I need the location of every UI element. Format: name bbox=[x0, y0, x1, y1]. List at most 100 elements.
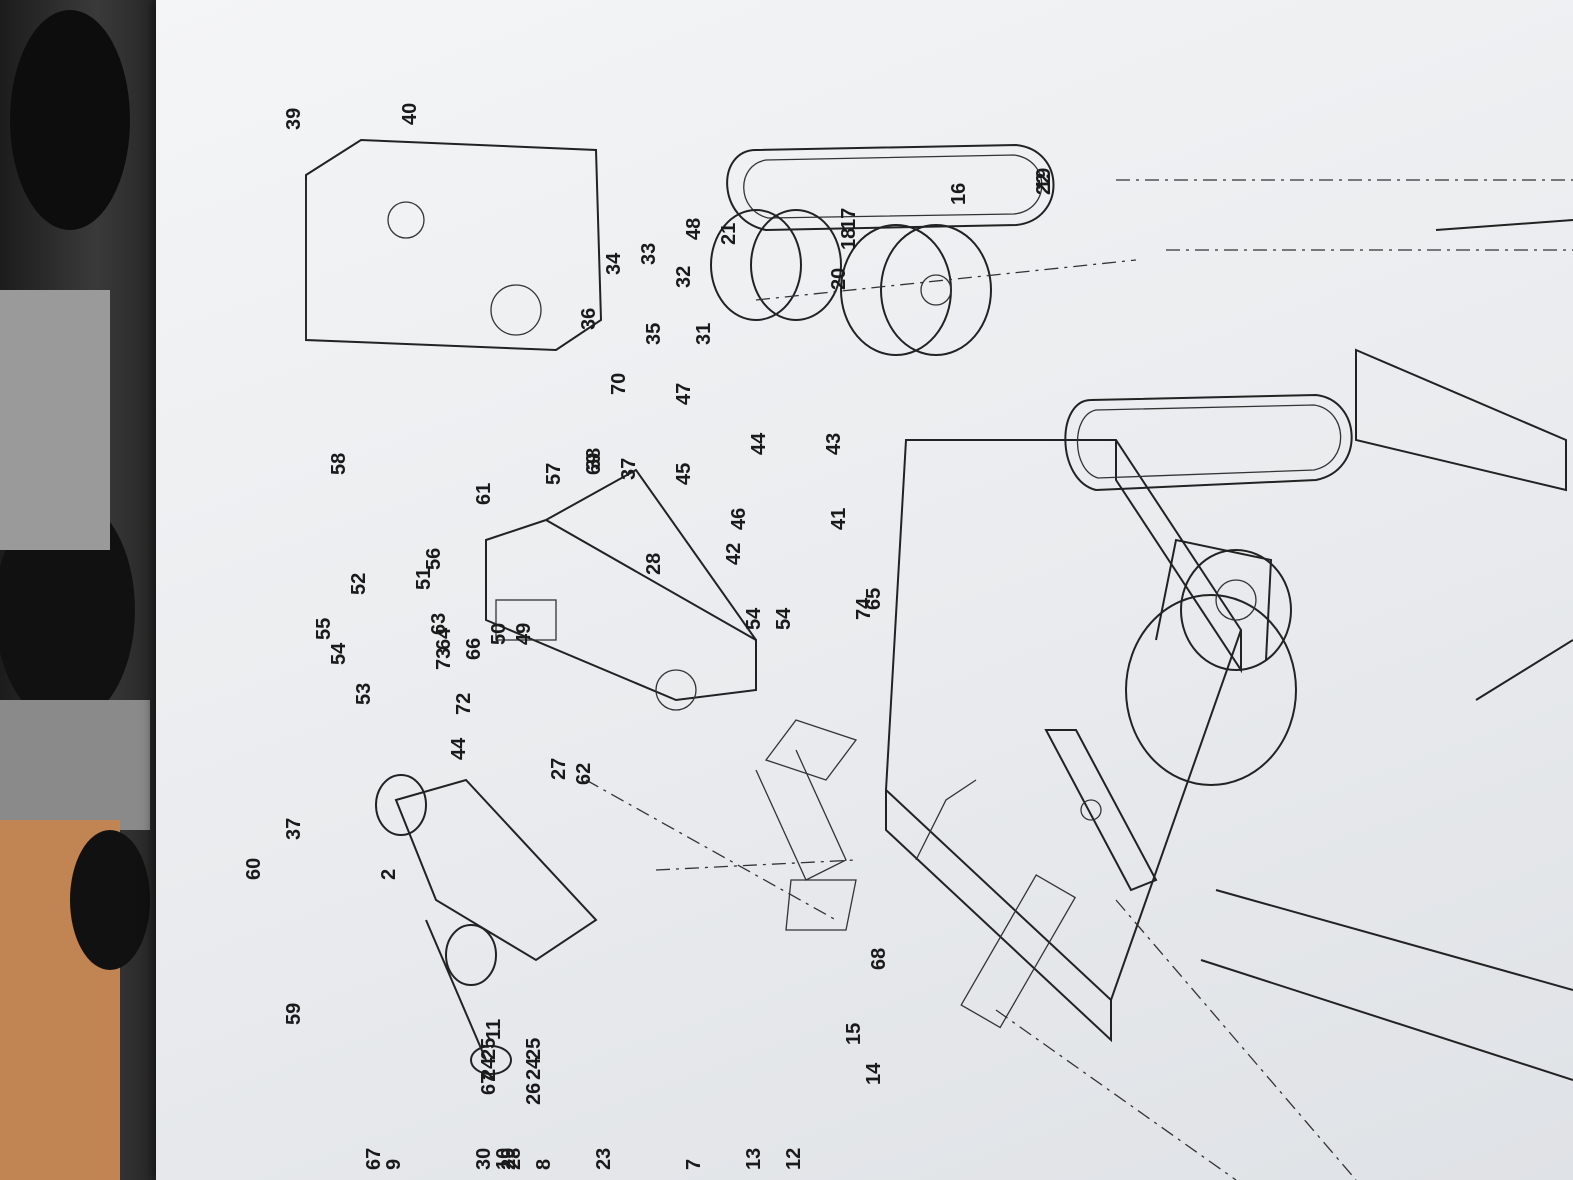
part-label-p11: 11 bbox=[483, 1019, 505, 1040]
part-label-p42: 42 bbox=[723, 543, 745, 565]
part-label-p66: 66 bbox=[463, 638, 485, 660]
metal-grate-lower bbox=[0, 700, 150, 830]
black-knob-top bbox=[10, 10, 130, 230]
part-label-p28a: 28 bbox=[643, 553, 665, 575]
part-label-p30: 30 bbox=[473, 1148, 495, 1170]
part-label-p33: 33 bbox=[638, 243, 660, 265]
gear-head-housing bbox=[485, 468, 757, 711]
part-label-p53: 53 bbox=[353, 683, 375, 705]
part-label-p39: 39 bbox=[283, 108, 305, 130]
part-label-p8: 8 bbox=[533, 1159, 555, 1170]
part-label-p69: 69 bbox=[583, 453, 605, 475]
black-knob-middle bbox=[0, 495, 135, 725]
part-label-p24b: 24 bbox=[478, 1057, 500, 1080]
part-label-p54a: 54 bbox=[743, 607, 765, 630]
part-label-p9: 9 bbox=[383, 1159, 405, 1170]
part-label-p18: 18 bbox=[838, 228, 860, 250]
part-label-p25b: 25 bbox=[478, 1038, 500, 1060]
part-label-p22: 22 bbox=[1033, 173, 1055, 195]
part-label-p44a: 44 bbox=[748, 432, 770, 455]
part-label-p35: 35 bbox=[643, 323, 665, 345]
part-label-p26: 26 bbox=[523, 1083, 545, 1105]
drive-belt-lower bbox=[1064, 393, 1353, 492]
part-label-p16: 16 bbox=[948, 183, 970, 205]
part-label-p49: 49 bbox=[513, 623, 535, 645]
part-label-p15: 15 bbox=[843, 1023, 865, 1045]
assembly-center-lines bbox=[585, 179, 1573, 1180]
part-label-p43: 43 bbox=[823, 433, 845, 455]
part-label-p74: 74 bbox=[853, 597, 875, 620]
part-label-p27: 27 bbox=[548, 758, 570, 780]
part-label-p40: 40 bbox=[399, 103, 421, 125]
workbench-background bbox=[0, 0, 160, 1180]
part-label-p17: 17 bbox=[838, 208, 860, 230]
part-label-p67a: 67 bbox=[363, 1148, 385, 1170]
part-label-p72: 72 bbox=[453, 693, 475, 715]
part-label-p51: 51 bbox=[413, 568, 435, 590]
part-label-p46: 46 bbox=[728, 508, 750, 530]
part-label-p31: 31 bbox=[693, 323, 715, 345]
part-label-p55: 55 bbox=[313, 618, 335, 640]
part-label-p54b: 54 bbox=[773, 607, 795, 630]
part-label-p2: 2 bbox=[378, 869, 400, 880]
part-label-p63: 63 bbox=[428, 613, 450, 635]
part-label-p56: 56 bbox=[423, 548, 445, 570]
lock-handle bbox=[425, 919, 512, 1075]
part-label-p14: 14 bbox=[863, 1062, 885, 1085]
part-label-p65: 65 bbox=[863, 588, 885, 610]
part-label-p7: 7 bbox=[683, 1159, 705, 1170]
part-label-p23: 23 bbox=[593, 1148, 615, 1170]
part-label-p58: 58 bbox=[328, 453, 350, 475]
part-label-p47: 47 bbox=[673, 383, 695, 405]
part-label-p37a: 37 bbox=[618, 458, 640, 480]
part-label-p34: 34 bbox=[603, 252, 625, 275]
part-label-p50: 50 bbox=[488, 623, 510, 645]
part-label-p68: 68 bbox=[868, 948, 890, 970]
part-label-p28b: 28 bbox=[503, 1148, 525, 1170]
part-label-p13: 13 bbox=[743, 1148, 765, 1170]
part-label-p64: 64 bbox=[433, 627, 455, 650]
part-label-p52: 52 bbox=[348, 573, 370, 595]
motor-assembly bbox=[1125, 538, 1297, 786]
pulley-upper bbox=[710, 209, 842, 321]
metal-grate bbox=[0, 290, 110, 550]
part-label-p48: 48 bbox=[683, 218, 705, 240]
part-label-p25a: 25 bbox=[523, 1038, 545, 1060]
belt-guard-cover bbox=[305, 138, 603, 352]
part-label-p61: 61 bbox=[473, 483, 495, 505]
part-label-p54c: 54 bbox=[328, 642, 350, 665]
pulley-lower-double bbox=[840, 224, 992, 356]
part-label-p62: 62 bbox=[573, 763, 595, 785]
part-label-p29: 29 bbox=[498, 1148, 520, 1170]
part-label-p67b: 67 bbox=[478, 1073, 500, 1095]
part-label-p37b: 37 bbox=[283, 818, 305, 840]
part-label-p44b: 44 bbox=[448, 737, 470, 760]
work-table-support bbox=[375, 774, 598, 986]
arm-part bbox=[1044, 729, 1158, 892]
part-label-p32: 32 bbox=[673, 266, 695, 288]
part-label-p10: 10 bbox=[493, 1148, 515, 1170]
part-label-p19: 19 bbox=[1033, 168, 1055, 190]
part-label-p41: 41 bbox=[828, 508, 850, 530]
bench-objects bbox=[0, 10, 150, 1180]
part-label-p12: 12 bbox=[783, 1148, 805, 1170]
part-label-p60: 60 bbox=[243, 858, 265, 880]
part-label-p73: 73 bbox=[433, 648, 455, 670]
part-label-p57: 57 bbox=[543, 463, 565, 485]
part-label-p70: 70 bbox=[608, 373, 630, 395]
part-label-p24a: 24 bbox=[523, 1057, 545, 1080]
part-label-p21: 21 bbox=[718, 223, 740, 245]
part-label-p45: 45 bbox=[673, 463, 695, 485]
part-label-p38: 38 bbox=[583, 448, 605, 470]
black-knob-bottom bbox=[70, 830, 150, 970]
part-label-p59: 59 bbox=[283, 1003, 305, 1025]
part-label-p20: 20 bbox=[828, 268, 850, 290]
part-label-p36: 36 bbox=[578, 308, 600, 330]
drive-belt-upper bbox=[726, 143, 1055, 232]
stand-leg-panels bbox=[1200, 219, 1573, 1081]
base-frame bbox=[755, 439, 1243, 1043]
